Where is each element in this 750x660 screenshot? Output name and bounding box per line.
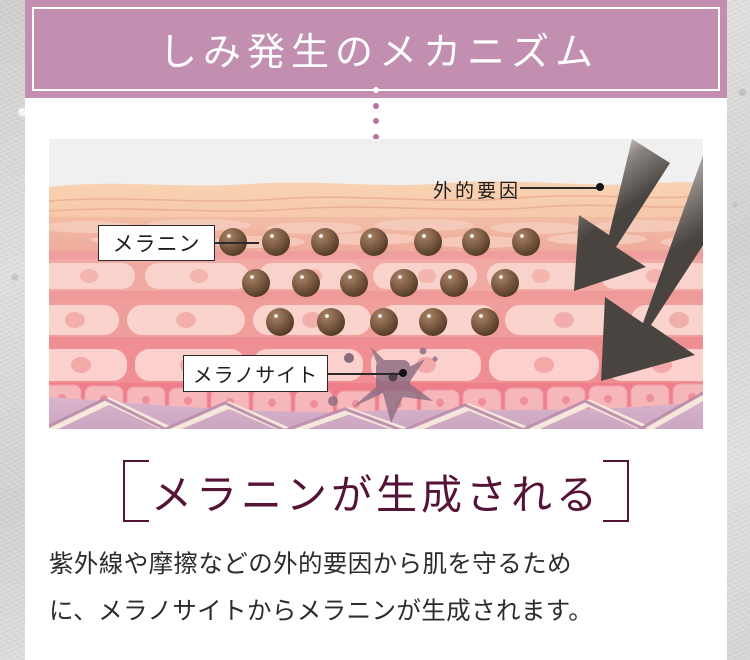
page-title: しみ発生のメカニズム [158, 29, 599, 74]
description-paragraph: 紫外線や摩擦などの外的要因から肌を守るため に、メラノサイトからメラニンが生成さ… [49, 540, 709, 634]
leader-line-melanocyte [328, 373, 405, 375]
bracket-left-decoration [123, 460, 149, 522]
leader-dot-melanocyte [399, 369, 407, 377]
description-line-1: 紫外線や摩擦などの外的要因から肌を守るため [49, 549, 572, 578]
leader-line-melanin [215, 242, 259, 244]
connector-dot-4 [373, 134, 379, 140]
leader-line-external-factor [520, 187, 600, 189]
connector-dot-3 [373, 118, 379, 124]
section-header-banner: しみ発生のメカニズム [25, 0, 727, 98]
skin-cross-section-illustration [49, 139, 703, 429]
result-heading-text: メラニンが生成される [151, 471, 601, 519]
leader-dot-external-factor [596, 183, 604, 191]
callout-melanin: メラニン [98, 225, 215, 261]
label-external-factor: 外的要因 [433, 180, 522, 202]
bracket-right-decoration [603, 460, 629, 522]
connector-dot-1 [373, 87, 379, 93]
description-line-2: に、メラノサイトからメラニンが生成されます。 [49, 596, 594, 625]
content-card: しみ発生のメカニズム [25, 0, 727, 660]
connector-dot-2 [373, 103, 379, 109]
callout-melanocyte: メラノサイト [183, 355, 328, 392]
result-heading: メラニンが生成される [25, 452, 727, 530]
